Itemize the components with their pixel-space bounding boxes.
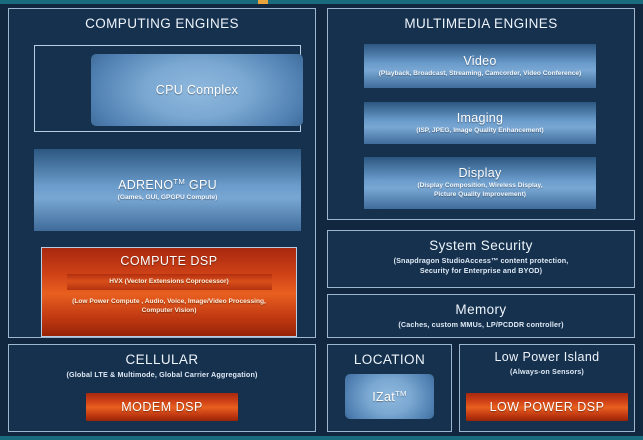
computing-engines-panel[interactable]: COMPUTING ENGINES CPU Complex ADRENOTM G… xyxy=(8,8,316,338)
izat-trademark-mark: TM xyxy=(394,388,407,398)
compute-dsp-subtitle-line2: Computer Vision) xyxy=(141,307,197,315)
compute-dsp-block[interactable]: COMPUTE DSP HVX (Vector Extensions Copro… xyxy=(41,247,297,337)
izat-block[interactable]: IZatTM xyxy=(345,374,434,419)
modem-dsp-label: MODEM DSP xyxy=(121,400,203,414)
top-accent-strip xyxy=(0,0,643,4)
hvx-coprocessor-bar[interactable]: HVX (Vector Extensions Coprocessor) xyxy=(66,274,272,290)
adreno-gpu-label-suffix: GPU xyxy=(188,178,217,193)
bottom-accent-strip xyxy=(0,436,643,440)
cellular-subtitle: (Global LTE & Multimode, Global Carrier … xyxy=(66,370,258,379)
modem-dsp-block[interactable]: MODEM DSP xyxy=(86,393,238,421)
multimedia-engines-title: MULTIMEDIA ENGINES xyxy=(404,16,558,31)
display-engine-subtitle-line1: (Display Composition, Wireless Display, xyxy=(417,182,543,190)
low-power-island-subtitle: (Always-on Sensors) xyxy=(510,367,584,376)
low-power-dsp-block[interactable]: LOW POWER DSP xyxy=(466,393,628,421)
computing-engines-title: COMPUTING ENGINES xyxy=(85,16,239,31)
adreno-gpu-label-prefix: ADRENO xyxy=(118,178,174,193)
low-power-dsp-label: LOW POWER DSP xyxy=(489,400,605,414)
hvx-label: HVX (Vector Extensions Coprocessor) xyxy=(109,278,229,286)
display-engine-label: Display xyxy=(458,166,502,181)
adreno-gpu-label: ADRENOTM GPU xyxy=(118,177,217,192)
cpu-complex-label: CPU Complex xyxy=(155,83,239,97)
video-engine-label: Video xyxy=(463,53,497,68)
izat-label-text: IZat xyxy=(372,390,395,405)
compute-dsp-subtitle: (Low Power Compute , Audio, Voice, Image… xyxy=(51,297,287,315)
memory-title: Memory xyxy=(455,302,507,317)
cellular-title: CELLULAR xyxy=(125,352,199,367)
imaging-engine-subtitle: (ISP, JPEG, Image Quality Enhancement) xyxy=(416,126,544,134)
compute-dsp-label: COMPUTE DSP xyxy=(120,254,218,268)
compute-dsp-subtitle-line1: (Low Power Compute , Audio, Voice, Image… xyxy=(72,298,266,305)
cpu-complex-block[interactable]: CPU Complex xyxy=(91,54,303,126)
izat-label: IZatTM xyxy=(372,389,407,404)
memory-subtitle: (Caches, custom MMUs, LP/PCDDR controlle… xyxy=(398,320,564,329)
system-security-subtitle: (Snapdragon StudioAccess™ content protec… xyxy=(328,256,634,275)
top-orange-marker xyxy=(258,0,268,4)
cpu-complex-frame: CPU Complex xyxy=(34,45,303,132)
adreno-trademark-mark: TM xyxy=(173,176,186,186)
location-title: LOCATION xyxy=(353,352,426,367)
memory-panel[interactable]: Memory (Caches, custom MMUs, LP/PCDDR co… xyxy=(327,294,635,338)
adreno-gpu-block[interactable]: ADRENOTM GPU (Games, GUI, GPGPU Compute) xyxy=(34,149,301,231)
display-engine-block[interactable]: Display (Display Composition, Wireless D… xyxy=(364,157,596,209)
low-power-island-title: Low Power Island xyxy=(494,350,600,364)
system-security-title: System Security xyxy=(429,238,533,253)
system-security-subtitle-line1: (Snapdragon StudioAccess™ content protec… xyxy=(393,256,569,265)
system-security-subtitle-line2: Security for Enterprise and BYOD) xyxy=(419,265,543,275)
imaging-engine-label: Imaging xyxy=(456,110,504,125)
imaging-engine-block[interactable]: Imaging (ISP, JPEG, Image Quality Enhanc… xyxy=(364,102,596,144)
display-engine-subtitle-line2: Picture Quality Improvement) xyxy=(434,191,526,198)
system-security-panel[interactable]: System Security (Snapdragon StudioAccess… xyxy=(327,230,635,288)
video-engine-block[interactable]: Video (Playback, Broadcast, Streaming, C… xyxy=(364,44,596,88)
display-engine-subtitle: (Display Composition, Wireless Display, … xyxy=(417,182,542,200)
video-engine-subtitle: (Playback, Broadcast, Streaming, Camcord… xyxy=(378,69,582,77)
adreno-gpu-subtitle: (Games, GUI, GPGPU Compute) xyxy=(117,194,218,202)
cellular-panel[interactable]: CELLULAR (Global LTE & Multimode, Global… xyxy=(8,344,316,432)
